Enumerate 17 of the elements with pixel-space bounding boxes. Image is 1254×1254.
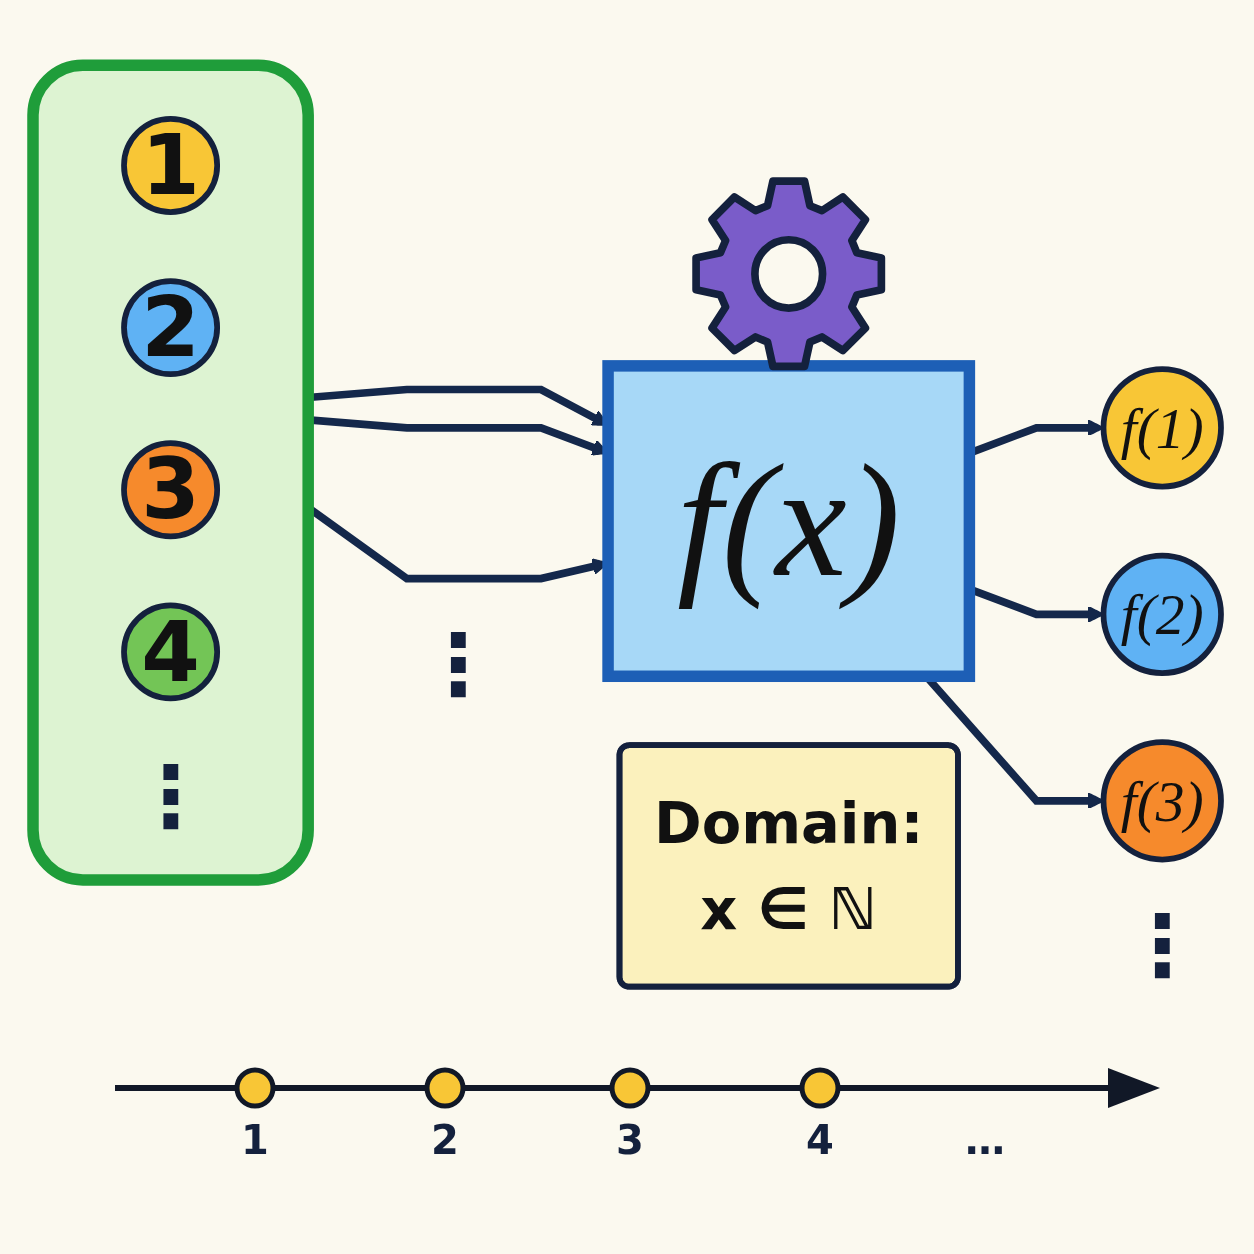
vertical-ellipsis: ⋮: [415, 615, 501, 714]
node-circle: f(3): [1100, 739, 1224, 863]
tick-label: 3: [616, 1120, 644, 1160]
vertical-ellipsis: ⋮: [1120, 896, 1205, 995]
tick-label: 4: [806, 1120, 834, 1160]
vertical-ellipsis: ⋮: [128, 748, 213, 847]
tick-label: 1: [241, 1120, 269, 1160]
cluster: [27, 59, 314, 886]
tick-label: …: [965, 1120, 1005, 1160]
node-circle: 4: [121, 602, 221, 702]
node-box: f(x): [602, 360, 976, 682]
node-circle: f(1): [1100, 366, 1224, 490]
tick-label: 2: [431, 1120, 459, 1160]
node-circle: f(2): [1100, 552, 1224, 676]
node-circle: 1: [121, 116, 221, 215]
node-circle: 3: [121, 440, 221, 540]
node-circle: 2: [121, 278, 221, 378]
